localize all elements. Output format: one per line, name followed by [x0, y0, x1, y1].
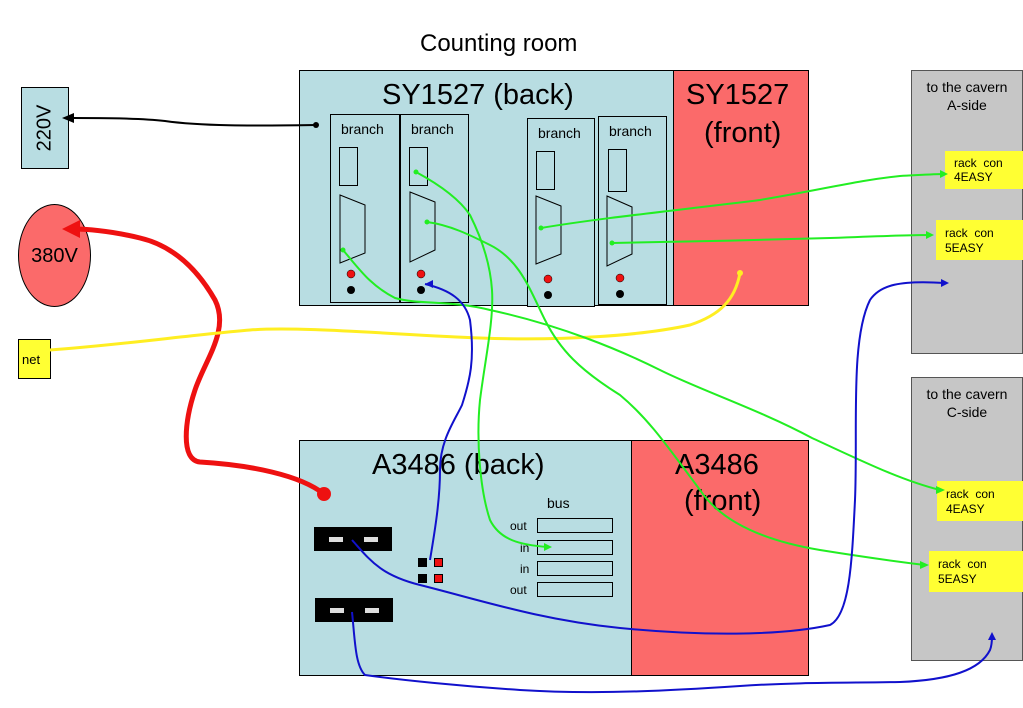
branch-slot-3	[536, 151, 555, 190]
led-black-2	[417, 286, 425, 294]
wire-green-2	[426, 221, 926, 566]
wire-blue-3	[351, 611, 993, 694]
bus-port-3	[537, 561, 613, 576]
page-title: Counting room	[420, 30, 578, 57]
cavern-c-rack-4easy: rack con 4EASY	[937, 481, 1023, 521]
dsub-connector-4	[606, 195, 633, 267]
led-black-4	[616, 290, 624, 298]
sy1527-front-label-2: (front)	[704, 117, 782, 149]
cavern-c-rack-5easy-line2: 5EASY	[938, 572, 977, 586]
wire-green-3	[415, 171, 549, 548]
a3486-back-panel: A3486 (back) bus	[299, 440, 632, 676]
bus-port-1	[537, 518, 613, 533]
status-square-1	[418, 558, 427, 567]
bus-port-4	[537, 582, 613, 597]
cavern-c-rack-4easy-line2: 4EASY	[946, 502, 985, 516]
net-box: net	[18, 339, 51, 379]
status-square-2	[434, 558, 443, 567]
led-red-3	[543, 274, 553, 284]
branch-slot-1	[339, 147, 358, 186]
branch-label-1: branch	[341, 121, 384, 137]
wire-green-4	[540, 173, 945, 229]
power-connector-1	[314, 527, 392, 551]
status-square-3	[418, 574, 427, 583]
dsub-connector-2	[409, 191, 436, 263]
bus-port-2	[537, 540, 613, 555]
cavern-a-rack-4easy-line2: 4EASY	[954, 170, 993, 184]
cavern-c-rack-4easy-line1: rack con	[946, 487, 995, 501]
wire-green-1	[342, 249, 941, 491]
cavern-a-rack-5easy: rack con 5EASY	[936, 220, 1023, 260]
wire-blue-1	[424, 283, 473, 561]
cavern-a-side-panel: to the cavern A-side	[911, 70, 1023, 354]
net-label: net	[22, 352, 41, 367]
wire-red-380v	[71, 226, 326, 496]
wire-green-5	[611, 234, 931, 244]
power-220v-box: 220V	[21, 87, 69, 169]
led-black-1	[347, 286, 355, 294]
led-black-3	[544, 291, 552, 299]
bus-port-label-3: in	[520, 562, 530, 576]
a3486-front-label-2: (front)	[684, 485, 762, 517]
cavern-a-rack-4easy: rack con 4EASY	[945, 151, 1023, 189]
sy1527-front-panel: SY1527 (front)	[673, 70, 809, 306]
status-square-4	[434, 574, 443, 583]
cavern-a-title-2: A-side	[947, 97, 987, 113]
dsub-connector-1	[339, 194, 366, 264]
led-red-4	[615, 273, 625, 283]
bus-port-label-2: in	[520, 541, 530, 555]
cavern-c-rack-5easy: rack con 5EASY	[929, 551, 1023, 592]
branch-slot-4	[608, 149, 627, 192]
power-connector-2	[315, 598, 393, 622]
bus-title: bus	[547, 495, 570, 511]
cavern-a-rack-4easy-line1: rack con	[954, 156, 1003, 170]
wire-black-220v	[71, 117, 317, 127]
branch-module-3: branch	[527, 118, 595, 307]
power-380v-socket: 380V	[18, 204, 91, 307]
sy1527-back-label: SY1527 (back)	[382, 79, 574, 111]
a3486-front-panel: A3486 (front)	[631, 440, 809, 676]
branch-label-3: branch	[538, 125, 581, 141]
sy1527-front-label-1: SY1527	[686, 79, 790, 111]
bus-port-label-1: out	[510, 519, 527, 533]
led-red-2	[416, 269, 426, 279]
branch-label-2: branch	[411, 121, 454, 137]
wire-yellow-net	[49, 272, 742, 352]
cavern-c-title-1: to the cavern	[926, 386, 1008, 402]
dsub-connector-3	[535, 195, 562, 265]
cavern-a-rack-5easy-line1: rack con	[945, 226, 994, 240]
cavern-a-rack-5easy-line2: 5EASY	[945, 241, 984, 255]
branch-slot-2	[409, 147, 428, 186]
bus-port-label-4: out	[510, 583, 527, 597]
wire-blue-2	[351, 281, 946, 635]
branch-label-4: branch	[609, 123, 652, 139]
a3486-back-label: A3486 (back)	[372, 449, 545, 481]
power-380v-label: 380V	[31, 245, 78, 267]
cavern-a-title-1: to the cavern	[926, 79, 1008, 95]
led-red-1	[346, 269, 356, 279]
cavern-c-title-2: C-side	[946, 404, 988, 420]
cavern-c-rack-5easy-line1: rack con	[938, 557, 987, 571]
